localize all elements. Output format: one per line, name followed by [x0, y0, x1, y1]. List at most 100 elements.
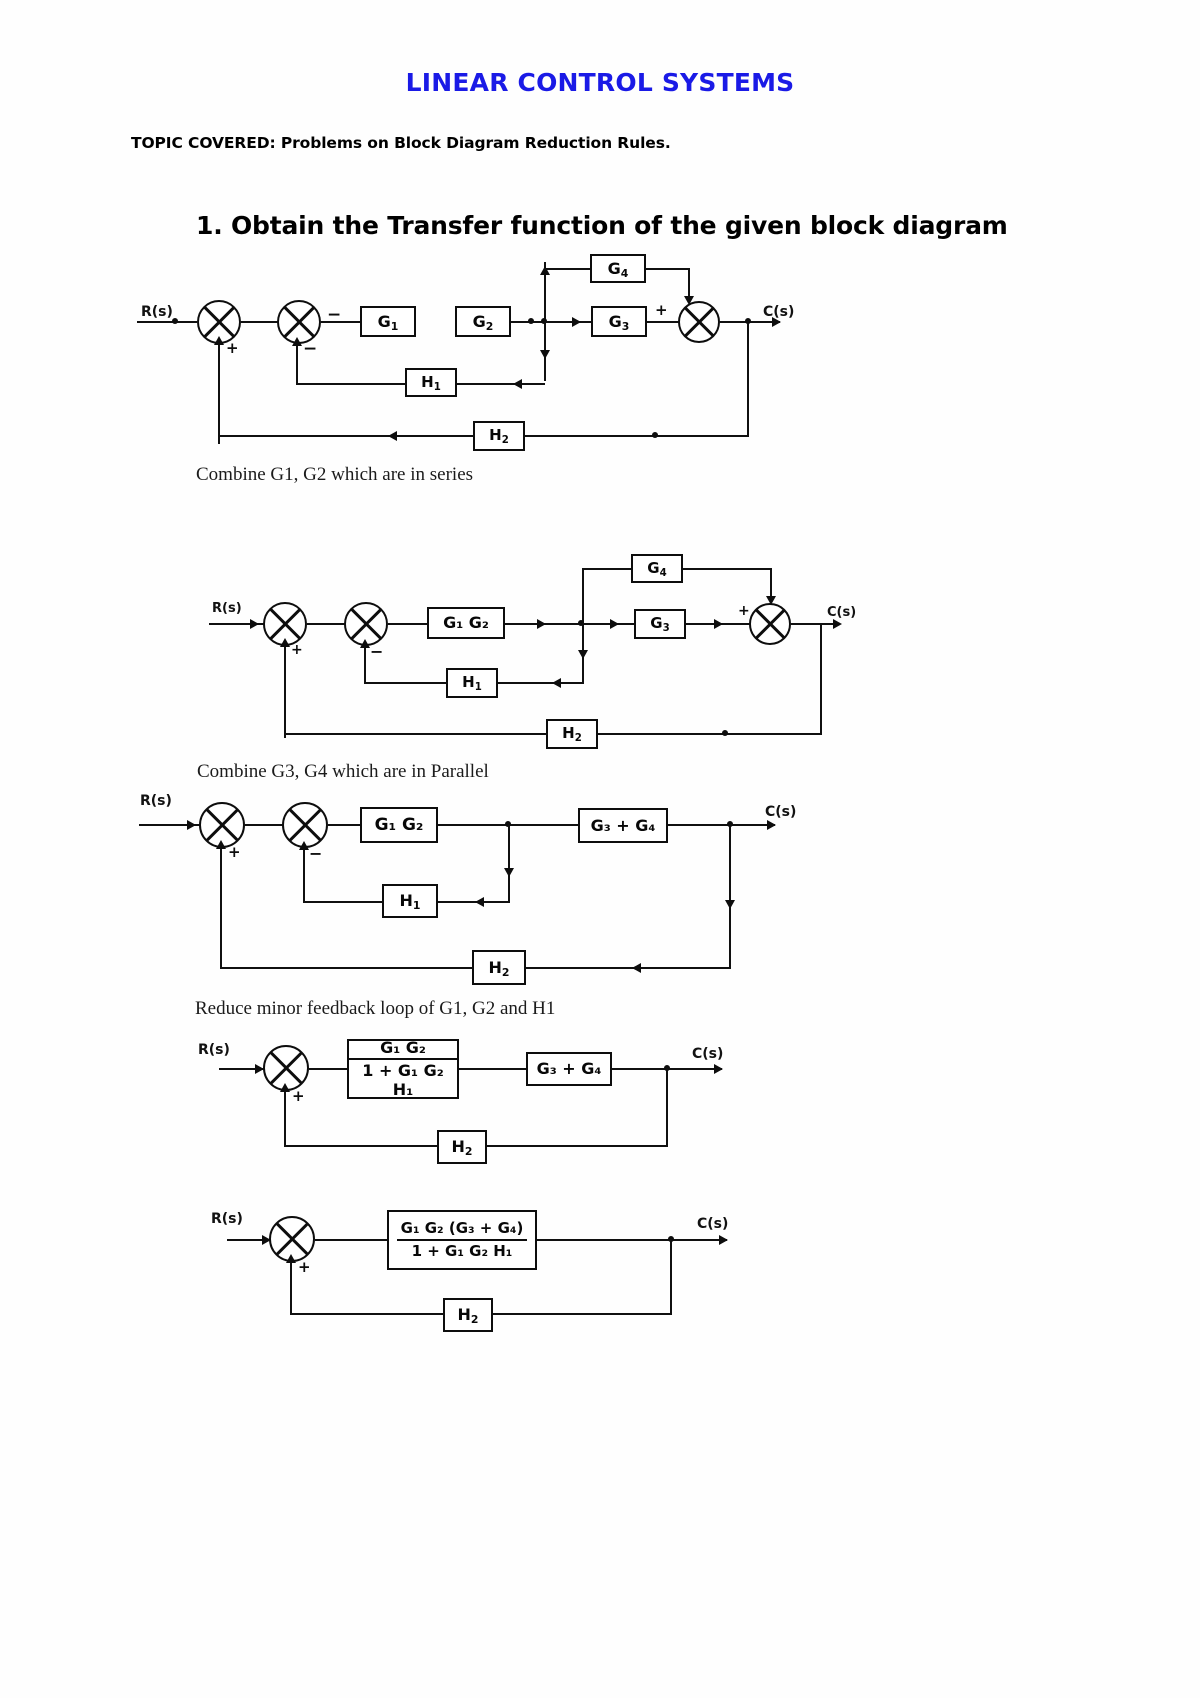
arrow-output-d3: [767, 820, 776, 830]
arrow-h1-into-s2-d2: [360, 639, 370, 648]
block-h2-label-d1: H2: [489, 426, 509, 447]
sign-minus-s2-d2: −: [370, 642, 384, 661]
sign-plus-d5: +: [298, 1258, 311, 1276]
arrow-input-d5: [262, 1235, 271, 1245]
wire-out-down-d4: [666, 1068, 668, 1147]
block-minor-loop-d4: G₁ G₂ 1 + G₁ G₂ H₁: [347, 1037, 459, 1099]
wire-out-d3: [730, 824, 775, 826]
block-h2-d2: H2: [546, 719, 598, 749]
block-h2-label-d5: H2: [457, 1305, 479, 1327]
wire-h1-up-d1: [296, 344, 298, 384]
arrow-node-down-d3: [504, 868, 514, 877]
wire-h2-left-d4: [284, 1145, 439, 1147]
wire-h1-to-s2-d3: [303, 901, 384, 903]
wire-fb-up-d5: [290, 1262, 292, 1314]
arrow-fb2-into-s1-d1: [214, 336, 224, 345]
wire-node-down-d3: [508, 824, 510, 902]
wire-h2-right-d4: [487, 1145, 668, 1147]
arrow-bus-down-d2: [578, 650, 588, 659]
block-g4-label-d2: G4: [647, 558, 667, 579]
block-h1-d2: H1: [446, 668, 498, 698]
block-g1-label-d1: G1: [377, 311, 399, 333]
fraction-numerator-d4: G₁ G₂: [380, 1037, 426, 1057]
block-g3g4-label-d4: G₃ + G₄: [536, 1059, 602, 1078]
wire-bus-g3-d2: [582, 623, 635, 625]
wire-s1-s2-d1: [241, 321, 278, 323]
wire-g4-down-d1: [688, 268, 690, 302]
sign-plus-s1-d3: +: [228, 843, 241, 861]
arrow-output-d1: [772, 317, 781, 327]
block-g3g4-d4: G₃ + G₄: [526, 1052, 612, 1086]
caption-step-3: Reduce minor feedback loop of G1, G2 and…: [195, 998, 556, 1019]
output-label-d2: C(s): [827, 605, 857, 620]
block-g4-label-d1: G4: [607, 258, 629, 280]
node-d1-a: [172, 318, 178, 324]
arrow-h1-into-s2-d3: [299, 841, 309, 850]
arrow-output-d5: [719, 1235, 728, 1245]
output-label-d4: C(s): [692, 1046, 724, 1062]
block-g2-label-d1: G2: [472, 311, 494, 333]
block-g3g4-label-d3: G₃ + G₄: [590, 815, 656, 835]
arrow-bus-up-d1: [540, 266, 550, 275]
wire-s2-g1-d1: [321, 321, 361, 323]
wire-h1-to-s2-d2: [364, 682, 448, 684]
wire-g4-down-d2: [770, 568, 772, 601]
fraction-minor-loop-d4: G₁ G₂ 1 + G₁ G₂ H₁: [349, 1037, 457, 1099]
block-g1g2-d2: G₁ G₂: [427, 607, 505, 639]
arrow-g1g2-right-d2: [537, 619, 546, 629]
wire-block-g3g4-d4: [459, 1068, 527, 1070]
block-h2-d1: H2: [473, 421, 525, 451]
node-d2-b: [722, 730, 728, 736]
wire-h2-left-d2: [284, 733, 548, 735]
wire-input-d1: [137, 321, 197, 323]
arrow-to-g3-d1: [572, 317, 581, 327]
block-h1-label-d2: H1: [462, 673, 482, 694]
topic-label: TOPIC COVERED:: [131, 134, 276, 152]
node-d1-d: [652, 432, 658, 438]
arrow-fb-into-sum-d5: [286, 1254, 296, 1263]
sign-minus-s2-bottom-d1: −: [303, 339, 318, 359]
block-g2-d1: G2: [455, 306, 511, 337]
summing-junction-3-d2: [749, 603, 791, 645]
arrow-input-d2: [250, 619, 259, 629]
fraction-forward-path-d5: G₁ G₂ (G₃ + G₄) 1 + G₁ G₂ H₁: [396, 1220, 528, 1260]
block-g1-d1: G1: [360, 306, 416, 337]
arrow-bus-down-d1: [540, 350, 550, 359]
wire-out-down-d3: [729, 824, 731, 968]
wire-h2-right-d2: [598, 733, 822, 735]
caption-step-1: Combine G1, G2 which are in series: [196, 464, 474, 485]
caption-step-2: Combine G3, G4 which are in Parallel: [197, 761, 489, 782]
wire-fb2-up-d2: [284, 646, 286, 738]
wire-h1-up-d2: [364, 646, 366, 682]
wire-bus-to-h1-d2: [498, 682, 584, 684]
wire-g3g4-out-d3: [668, 824, 766, 826]
input-label-d5: R(s): [211, 1211, 243, 1227]
fraction-denominator-d5: 1 + G₁ G₂ H₁: [396, 1238, 528, 1260]
node-d2-a: [578, 620, 584, 626]
input-label-d1: R(s): [141, 304, 173, 320]
wire-out-down-d5: [670, 1239, 672, 1315]
block-h2-d3: H2: [472, 950, 526, 985]
wire-bus-g3-d1: [544, 321, 592, 323]
arrow-fb-into-sum-d4: [280, 1083, 290, 1092]
wire-takeoff-bus-d2: [582, 568, 584, 683]
wire-bus-to-h1-d1: [457, 383, 545, 385]
wire-h2-right-d1: [525, 435, 749, 437]
page-title: LINEAR CONTROL SYSTEMS: [405, 68, 795, 97]
input-label-d4: R(s): [198, 1042, 230, 1058]
wire-input-d3: [139, 824, 201, 826]
wire-out-down-d1: [747, 321, 749, 436]
wire-h2-right-d3: [526, 967, 731, 969]
output-label-d1: C(s): [763, 304, 795, 320]
block-g3-d1: G3: [591, 306, 647, 337]
arrow-into-h1-d3: [475, 897, 484, 907]
block-h1-label-d1: H1: [421, 372, 441, 393]
block-g4-d1: G4: [590, 254, 646, 283]
wire-h2-right-d5: [493, 1313, 672, 1315]
block-h1-label-d3: H1: [399, 891, 421, 913]
wire-s1-s2-d2: [307, 623, 345, 625]
arrow-h1-into-s2-d1: [292, 337, 302, 346]
arrow-g4-into-s3-d2: [766, 596, 776, 605]
block-g4-d2: G4: [631, 554, 683, 583]
